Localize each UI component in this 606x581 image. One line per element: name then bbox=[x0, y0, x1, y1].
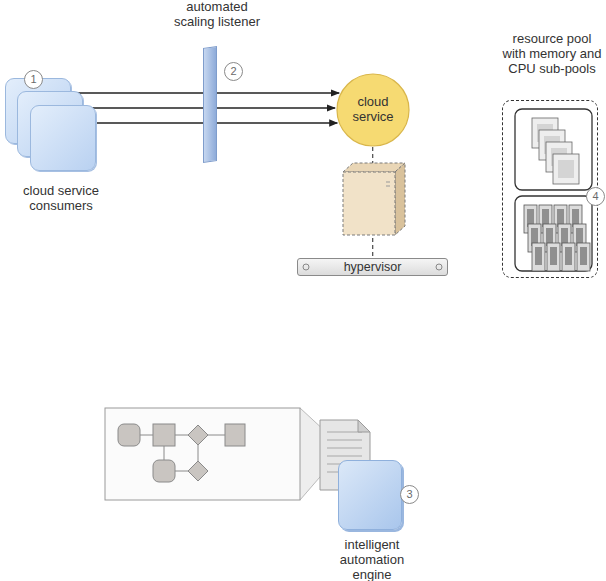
engine-box bbox=[338, 460, 402, 530]
memory-sub-pool bbox=[515, 196, 592, 271]
caption-label: automated scaling listener bbox=[170, 0, 264, 30]
callout-number: 2 bbox=[224, 62, 243, 81]
virtual-server bbox=[343, 163, 405, 235]
scaling-listener: automated scaling listener bbox=[170, 0, 264, 160]
node-label: hypervisor bbox=[344, 260, 402, 274]
workflow-callout bbox=[105, 408, 326, 500]
cloud-service-circle: cloud service bbox=[336, 73, 410, 147]
caption-label: cloud service consumers bbox=[2, 184, 120, 214]
caption-label: intelligent automation engine bbox=[320, 538, 424, 581]
caption-label: resource pool with memory and CPU sub-po… bbox=[500, 32, 604, 77]
resource-pool: resource pool with memory and CPU sub-po… bbox=[500, 32, 604, 280]
callout-number: 3 bbox=[400, 485, 419, 504]
hypervisor-bar: hypervisor bbox=[297, 258, 448, 276]
automation-engine: intelligent automation engine bbox=[320, 458, 424, 580]
consumer-group: cloud service consumers bbox=[2, 74, 120, 204]
consumer-box bbox=[30, 105, 96, 171]
node-label: cloud service bbox=[343, 95, 403, 125]
cpu-sub-pool bbox=[515, 109, 592, 190]
pool-outline bbox=[502, 100, 598, 278]
callout-number: 4 bbox=[586, 187, 605, 206]
listener-bar bbox=[203, 46, 217, 163]
callout-number: 1 bbox=[24, 70, 43, 89]
